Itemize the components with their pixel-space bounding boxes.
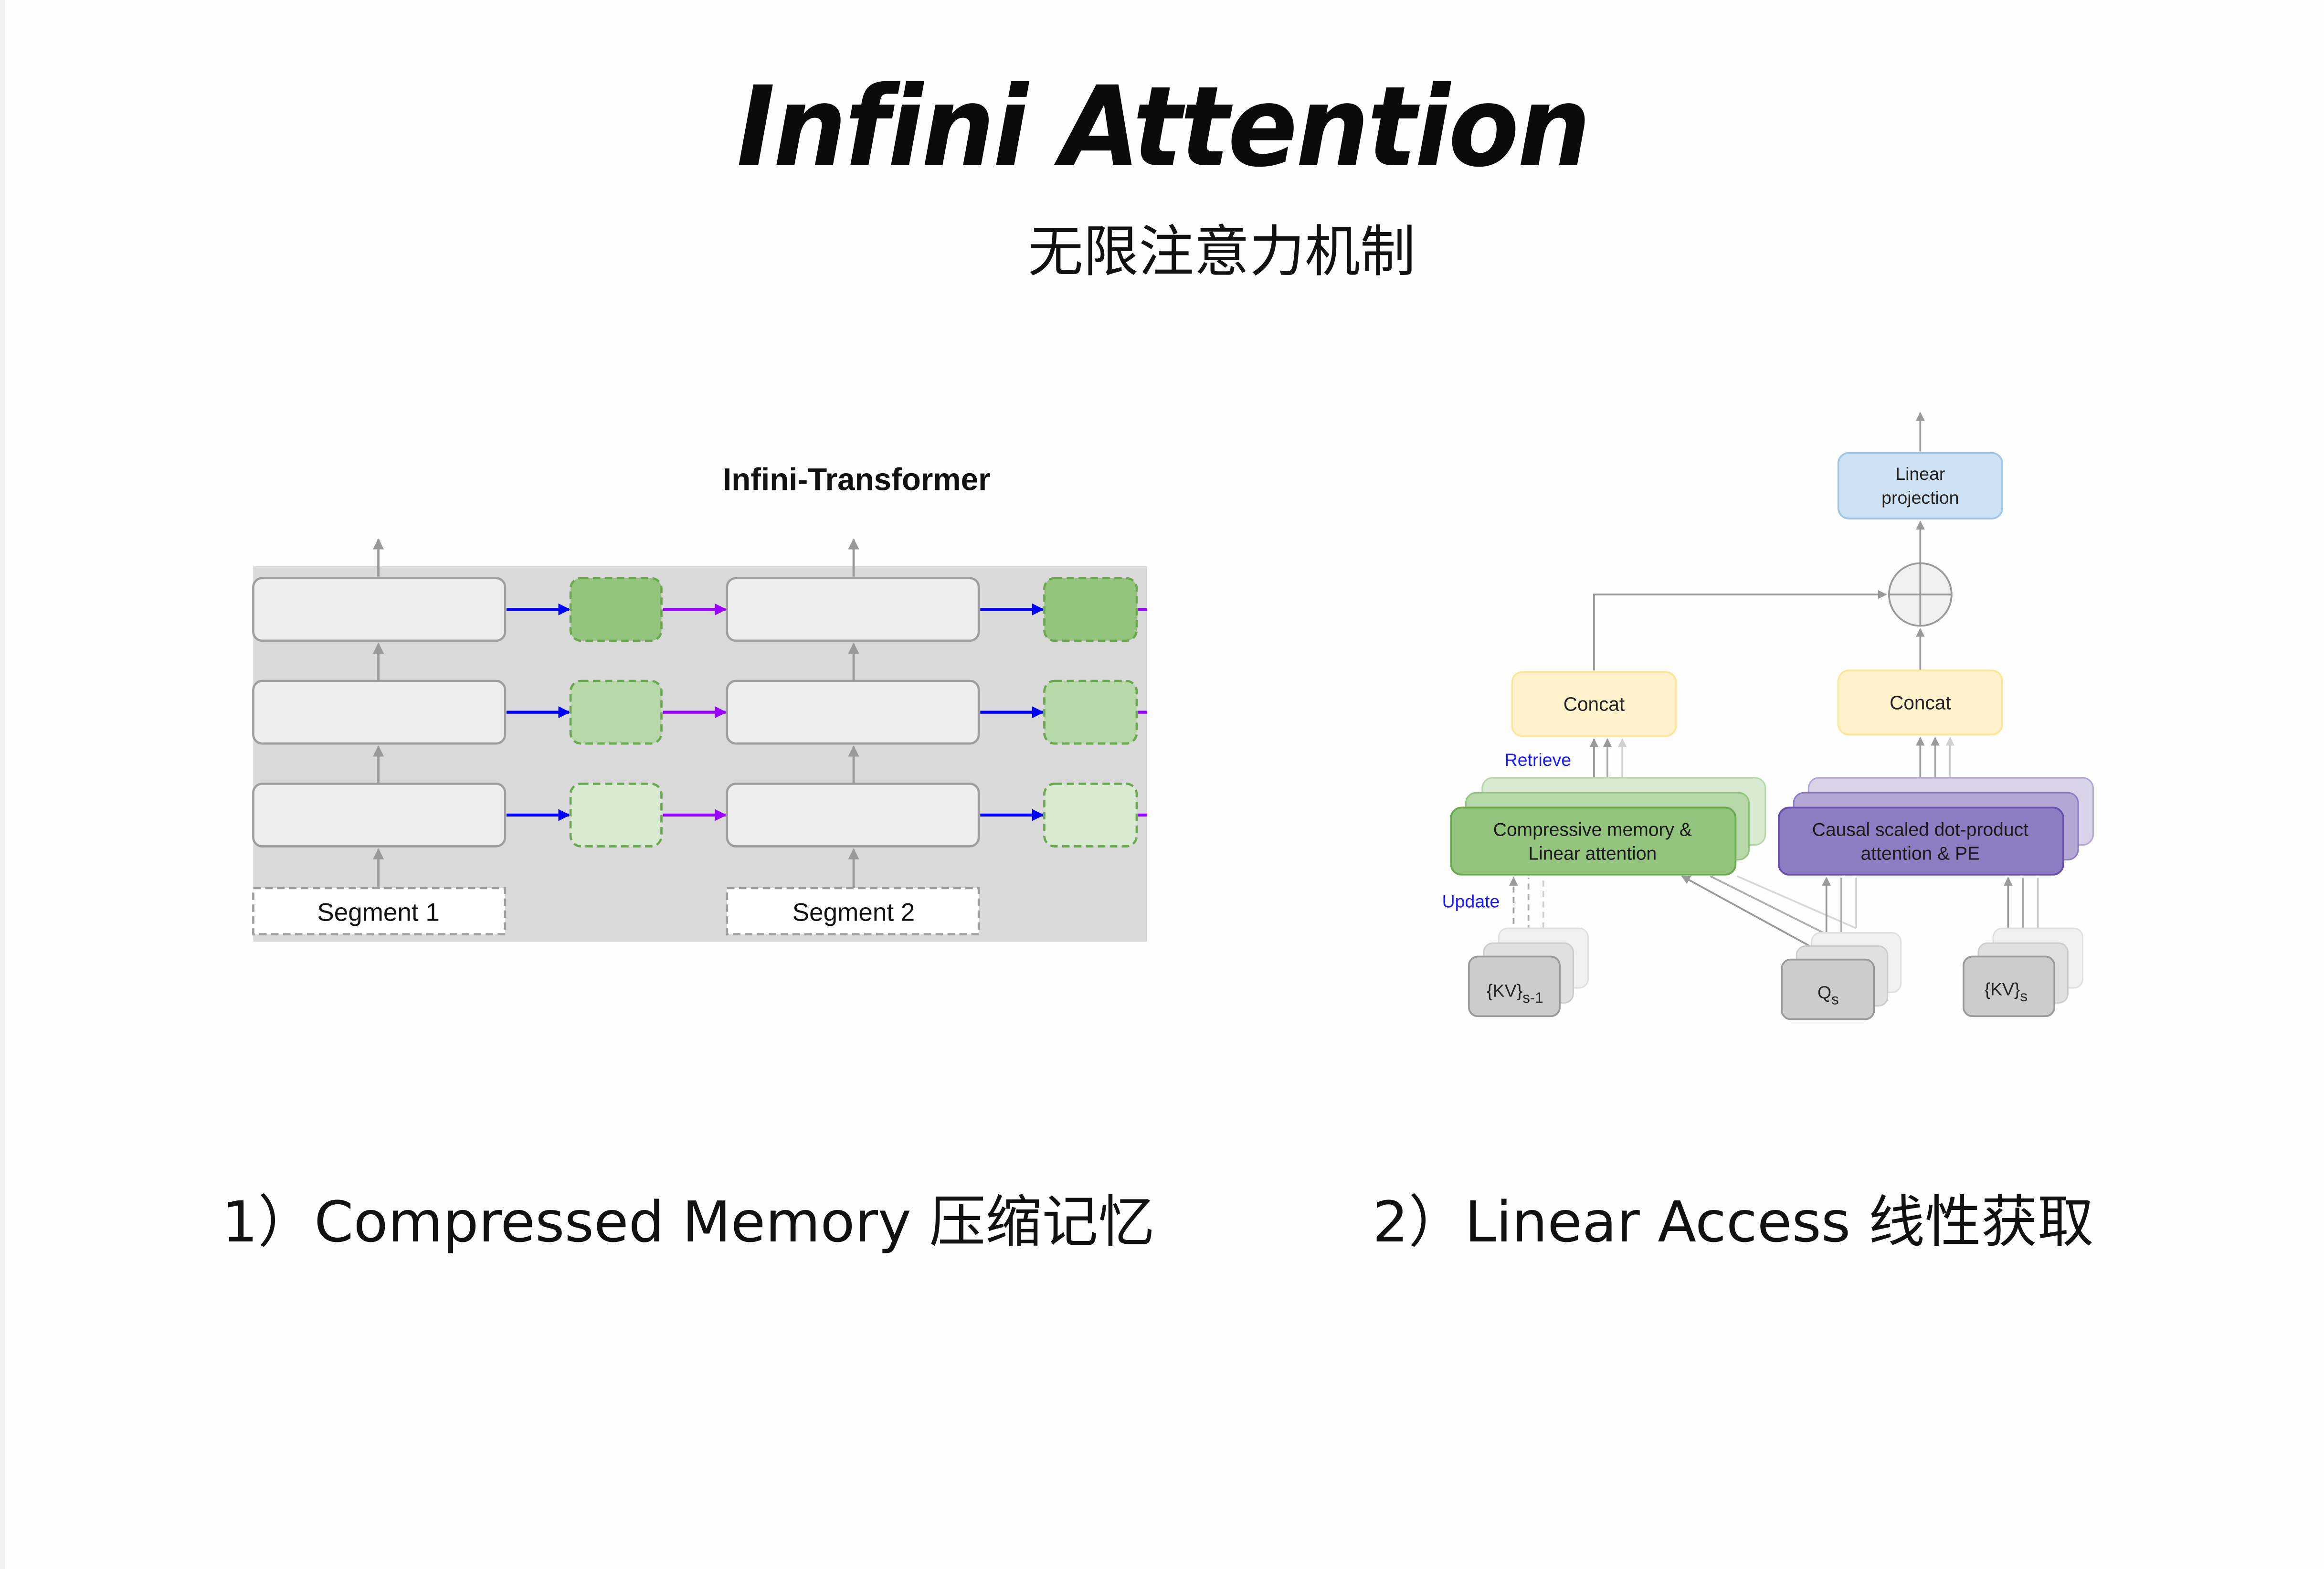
linear-projection-label-line2: projection: [1881, 488, 1959, 508]
memory-block: [569, 783, 663, 848]
input-label-main: Q: [1817, 982, 1831, 1002]
memory-block: [1043, 679, 1138, 745]
segment-1-column: Segment 1: [252, 577, 507, 935]
input-block: [1962, 955, 2056, 1018]
concat-right-block: [1837, 669, 2003, 736]
transformer-block: [726, 783, 980, 848]
input-kv-current: {KV}s: [1962, 927, 2084, 1018]
transformer-block: [252, 679, 507, 745]
input-label: Qs: [1817, 982, 1839, 1007]
input-label-subscript: s: [2020, 988, 2028, 1005]
concat-left-label: Concat: [1563, 693, 1625, 715]
query-to-memory-arrow: [1736, 875, 1857, 929]
causal-attention-label-line2: attention & PE: [1861, 844, 1980, 864]
retrieve-label: Retrieve: [1505, 750, 1571, 770]
causal-attention-block: [1778, 806, 2064, 876]
memory-block: [1043, 577, 1138, 642]
infini-transformer-diagram: Infini-Transformer Segment 1 Segment 2: [252, 462, 1147, 942]
caption-linear-access: 2）Linear Access 线性获取: [1373, 1189, 2094, 1255]
transformer-block: [726, 577, 980, 642]
caption-compressed-memory: 1）Compressed Memory 压缩记忆: [222, 1189, 1155, 1255]
concat-left-block: [1511, 671, 1677, 737]
update-label: Update: [1442, 891, 1500, 911]
segment-2-box: [726, 887, 980, 935]
input-label-main: {KV}: [1985, 979, 2020, 999]
slide-title: Infini Attention: [737, 63, 1591, 191]
concat-right-label: Concat: [1890, 691, 1951, 713]
memory-block: [569, 577, 663, 642]
input-label-main: {KV}: [1487, 981, 1522, 1001]
memory-row-bottom: [506, 783, 1147, 848]
input-query: Qs: [1781, 932, 1902, 1020]
input-label-subscript: s: [1831, 991, 1839, 1007]
infini-attention-diagram: Linear projection Concat Concat Retrieve…: [1442, 412, 2094, 1020]
memory-path-arrow: [1593, 590, 1887, 671]
linear-projection-block: [1837, 452, 2003, 519]
memory-row-top: [506, 577, 1147, 642]
segment-2-label: Segment 2: [792, 899, 915, 927]
input-label: {KV}s-1: [1487, 981, 1543, 1006]
input-kv-prev: {KV}s-1: [1468, 927, 1589, 1018]
query-to-memory-arrow: [1710, 875, 1842, 943]
segment-1-label: Segment 1: [317, 899, 439, 927]
memory-block: [1043, 783, 1138, 848]
memory-block: [569, 679, 663, 745]
transformer-block: [726, 679, 980, 745]
segment-2-column: Segment 2: [726, 577, 980, 935]
query-to-memory-arrow: [1681, 875, 1827, 956]
input-label: {KV}s: [1985, 979, 2028, 1005]
segment-1-box: [252, 887, 507, 935]
slide-subtitle: 无限注意力机制: [1028, 220, 1416, 284]
linear-projection-label-line1: Linear: [1895, 464, 1945, 484]
memory-row-middle: [506, 679, 1147, 745]
compressive-memory-block: [1450, 806, 1737, 876]
input-block: [1468, 955, 1561, 1018]
transformer-block: [252, 577, 507, 642]
left-edge-strip: [0, 0, 5, 1569]
compressive-memory-label-line2: Linear attention: [1528, 844, 1657, 864]
causal-attention-label-line1: Causal scaled dot-product: [1812, 820, 2028, 840]
input-label-subscript: s-1: [1522, 989, 1543, 1006]
transformer-block: [252, 783, 507, 848]
infini-transformer-title: Infini-Transformer: [723, 462, 991, 497]
input-block: [1781, 958, 1875, 1020]
compressive-memory-label-line1: Compressive memory &: [1493, 820, 1692, 840]
